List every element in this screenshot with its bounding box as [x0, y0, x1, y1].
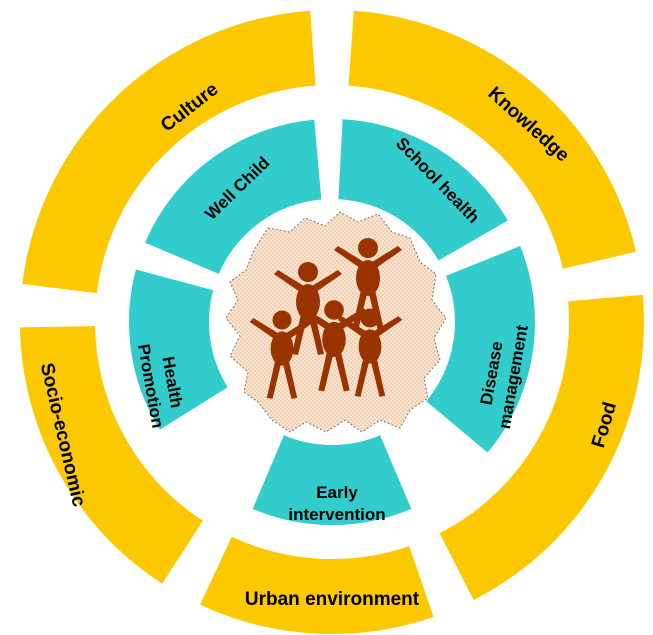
inner-segment-disease: [426, 246, 535, 453]
inner-label-line: intervention: [288, 505, 385, 524]
inner-segment-early: [252, 435, 412, 526]
outer-segment-knowledge: [348, 10, 636, 269]
child-figure: [334, 238, 402, 331]
outer-segment-urban: [200, 536, 434, 635]
outer-segment-socio: [20, 326, 203, 584]
center-blob: [225, 211, 447, 433]
inner-segment-school-health: [338, 119, 508, 261]
child-figure: [337, 308, 403, 397]
center-community: [225, 211, 447, 433]
outer-segment-culture: [22, 10, 316, 294]
outer-label-urban: Urban environment: [245, 589, 420, 610]
inner-label-line: Early: [316, 483, 358, 502]
outer-segment-food: [439, 294, 644, 600]
inner-label-early: Early intervention: [288, 483, 385, 524]
child-figure: [249, 310, 315, 399]
children-group-icon: [249, 238, 403, 399]
inner-segment-well-child: [145, 119, 322, 274]
inner-segment-promotion: [128, 269, 228, 430]
